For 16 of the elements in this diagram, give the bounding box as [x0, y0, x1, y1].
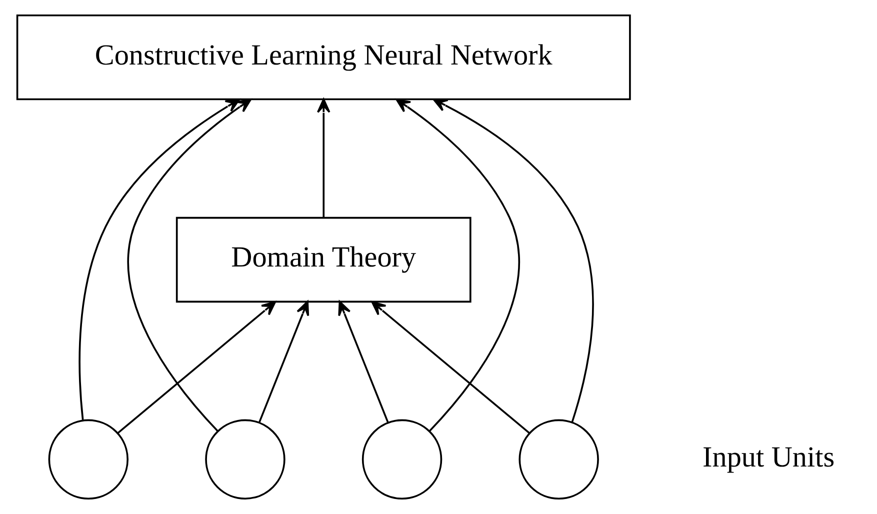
node-circle: [48, 419, 129, 500]
arrow: [78, 98, 240, 420]
node-circle: [362, 419, 442, 500]
arrow: [258, 300, 310, 423]
node-circle: [205, 419, 286, 500]
arrow: [371, 301, 530, 434]
node-circle: [518, 419, 599, 500]
arrow: [432, 98, 594, 423]
arrow: [396, 98, 520, 432]
arrow: [117, 301, 276, 434]
arrow: [338, 300, 389, 423]
arrow: [127, 98, 252, 432]
arrow: [316, 98, 330, 218]
label: Input Units: [702, 441, 835, 474]
node-box: Constructive Learning Neural Network: [16, 14, 631, 100]
node-box: Domain Theory: [176, 216, 472, 303]
